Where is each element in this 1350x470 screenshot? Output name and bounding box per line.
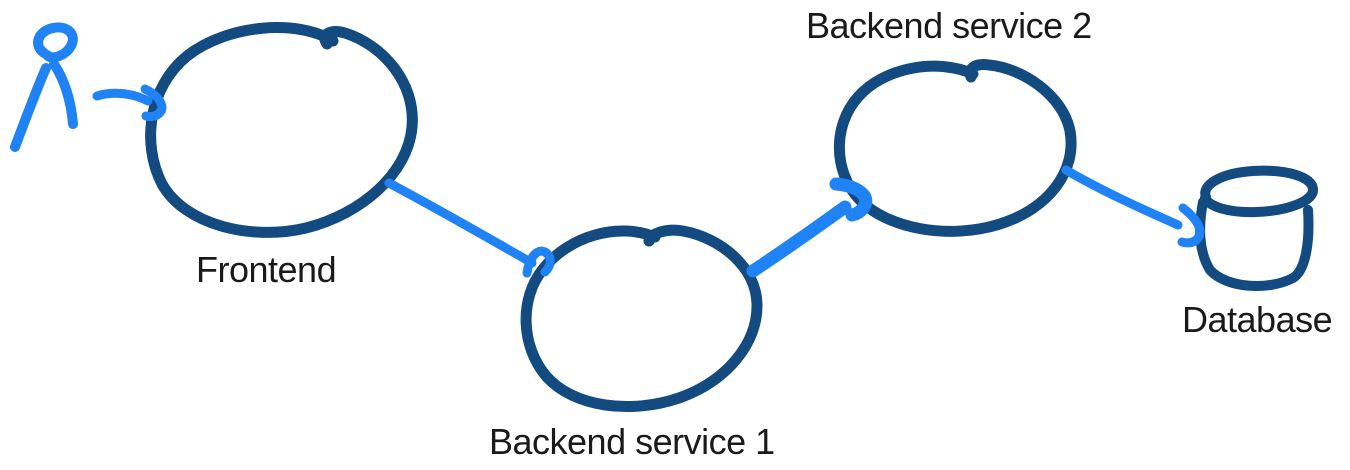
person-stick-figure-icon	[33, 22, 78, 63]
arrowhead	[1177, 203, 1205, 248]
arrowhead	[829, 177, 873, 222]
backend1-ellipse	[520, 224, 763, 412]
edge-shaft	[92, 88, 153, 106]
user-figure	[10, 22, 78, 152]
frontend-label: Frontend	[196, 249, 337, 290]
frontend-node	[145, 22, 418, 238]
edge-shaft	[1061, 165, 1183, 230]
backend2-node	[833, 59, 1077, 237]
arrowhead	[522, 246, 555, 278]
edge-backend2-to-database	[1061, 165, 1205, 248]
backend1-node	[520, 224, 763, 412]
edge-user-to-frontend	[92, 84, 167, 121]
database-label: Database	[1182, 299, 1333, 340]
edge-shaft	[384, 178, 537, 268]
arrowhead	[140, 84, 167, 121]
edge-frontend-to-backend1	[384, 178, 555, 278]
edge-shaft	[746, 200, 852, 278]
person-body-left-stroke	[10, 63, 51, 152]
backend2-ellipse	[833, 59, 1077, 237]
database-node	[1195, 165, 1318, 291]
backend1-label: Backend service 1	[489, 421, 775, 462]
edge-backend1-to-backend2	[746, 177, 873, 278]
frontend-ellipse	[145, 22, 418, 238]
backend2-label: Backend service 2	[806, 5, 1092, 46]
person-body-right-stroke	[49, 59, 78, 129]
database-cylinder-top	[1200, 165, 1318, 218]
